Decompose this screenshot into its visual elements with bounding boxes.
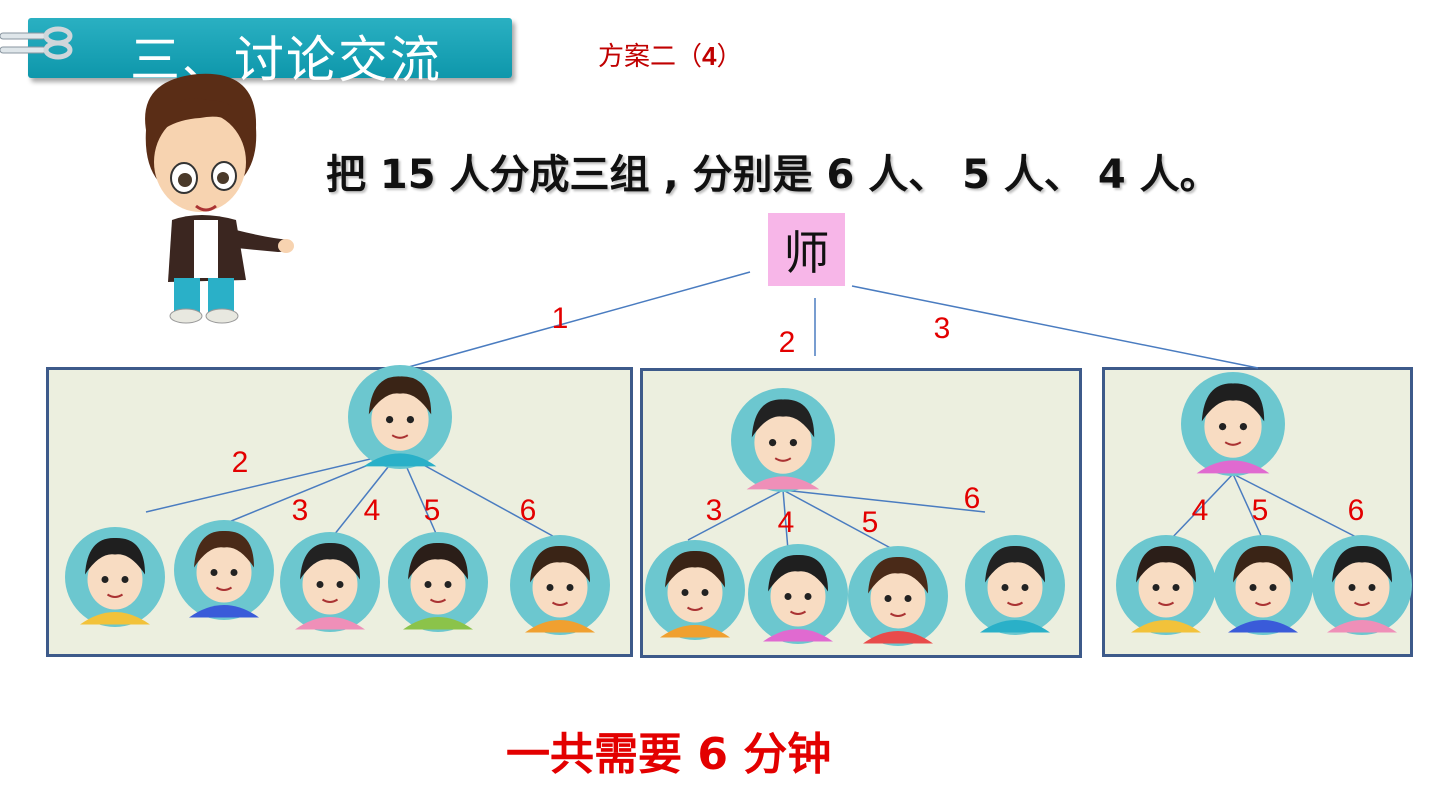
group-1-child-avatar-5: [510, 535, 610, 635]
group-2-leader-avatar: [731, 388, 835, 492]
teacher-link-label-2: 2: [779, 326, 796, 359]
scheme-suffix: ）: [716, 42, 743, 72]
group-1-link-label-5: 6: [520, 494, 537, 527]
group-2-child-avatar-4: [965, 535, 1065, 635]
group-1-link-label-3: 4: [364, 494, 381, 527]
group-2-link-3: [782, 489, 899, 553]
teacher-link-1: [404, 271, 751, 369]
group-2-link-label-4: 6: [964, 482, 981, 515]
teacher-label: 师: [783, 225, 830, 280]
group-1-link-5: [399, 451, 561, 541]
group-2-link-label-1: 3: [706, 494, 723, 527]
scheme-number: 4: [702, 41, 717, 71]
group-1-link-label-2: 3: [292, 494, 309, 527]
group-1-child-avatar-4: [388, 532, 488, 632]
group-3-link-label-2: 5: [1252, 494, 1269, 527]
group-2-link-label-3: 5: [862, 506, 879, 539]
group-2-child-avatar-3: [848, 546, 948, 646]
boy-mascot-icon: [145, 73, 294, 324]
group-3-link-2: [1232, 473, 1264, 541]
group-3-leader-avatar: [1181, 372, 1285, 476]
group-3-link-label-3: 6: [1348, 494, 1365, 527]
total-time: 一共需要 6 分钟: [506, 729, 832, 780]
title-banner: 三、讨论交流: [28, 18, 512, 89]
group-2-link-2: [782, 489, 789, 551]
group-1-leader-avatar: [348, 365, 452, 469]
teacher-link-3: [851, 285, 1259, 369]
group-1-link-label-4: 5: [424, 494, 441, 527]
group-3-child-avatar-1: [1116, 535, 1216, 635]
group-1-link-1: [145, 451, 401, 513]
group-2-link-4: [782, 489, 986, 513]
group-2-link-1: [687, 489, 784, 541]
scheme-prefix: 方案二（: [598, 42, 703, 72]
group-2-child-avatar-1: [645, 540, 745, 640]
group-2-child-avatar-2: [748, 544, 848, 644]
group-2-link-label-2: 4: [778, 506, 795, 539]
problem-statement: 把 15 人分成三组 , 分别是 6 人、 5 人、 4 人。: [326, 152, 1220, 198]
scheme-label: 方案二（4）: [598, 36, 743, 73]
teacher-link-label-1: 1: [552, 302, 569, 335]
group-1-child-avatar-2: [174, 520, 274, 620]
teacher-node: 师: [768, 213, 845, 286]
group-3-link-label-1: 4: [1192, 494, 1209, 527]
paper-clip-icon: [0, 26, 73, 60]
group-3-child-avatar-3: [1312, 535, 1412, 635]
group-3-link-3: [1232, 473, 1363, 541]
group-3-link-1: [1169, 473, 1234, 541]
group-1-link-label-1: 2: [232, 446, 249, 479]
group-1-child-avatar-1: [65, 527, 165, 627]
group-3-child-avatar-2: [1213, 535, 1313, 635]
group-1-child-avatar-3: [280, 532, 380, 632]
teacher-link-label-3: 3: [934, 312, 951, 345]
